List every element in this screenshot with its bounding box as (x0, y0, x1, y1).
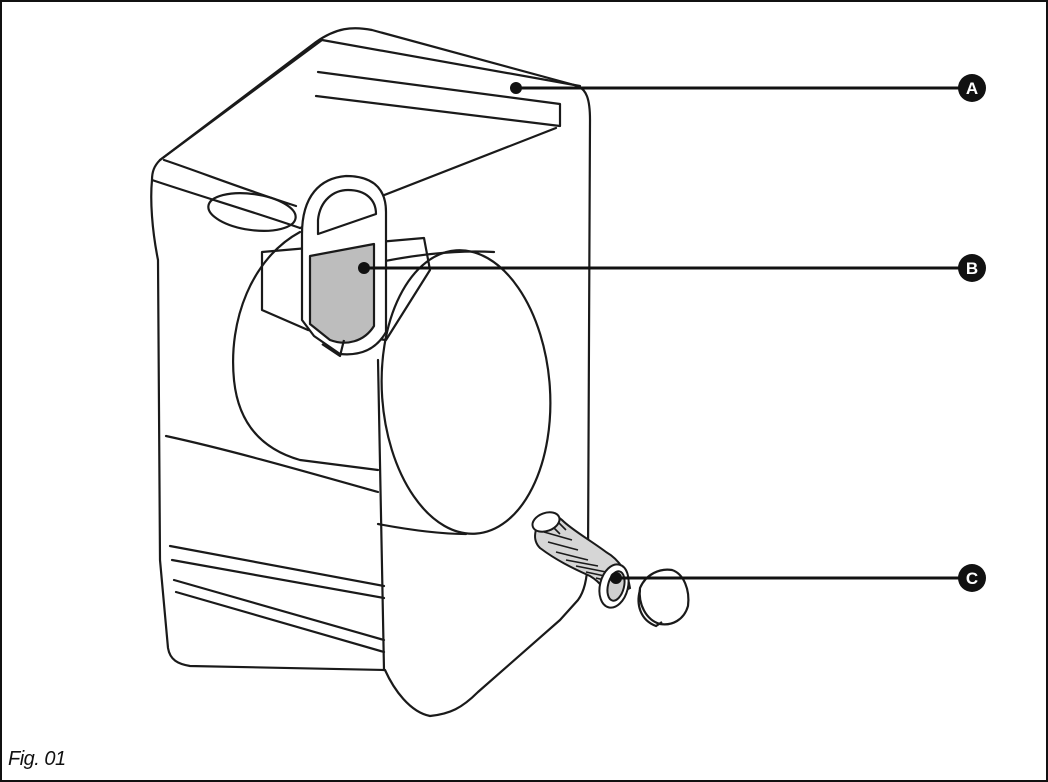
door-rim (232, 230, 380, 472)
callout-b-label: B (966, 259, 978, 278)
figure-caption: Fig. 01 (8, 748, 66, 770)
door-front (380, 249, 552, 535)
callout-b-anchor (358, 262, 370, 274)
callout-c-marker: C (958, 564, 986, 592)
control-panel-top (158, 38, 582, 162)
control-panel-strip (314, 70, 562, 128)
hose-cap (637, 568, 690, 628)
plinth-line-2 (170, 558, 386, 600)
top-front-edge (150, 178, 302, 230)
lower-panel-line (164, 434, 380, 494)
callout-a-marker: A (958, 74, 986, 102)
callout-a-anchor (510, 82, 522, 94)
door-rim-bottom (376, 522, 468, 536)
plinth-bottom (172, 578, 386, 642)
door-rim-top (378, 250, 496, 264)
callout-b-marker: B (958, 254, 986, 282)
callout-c-label: C (966, 569, 978, 588)
callout-c-anchor (610, 572, 622, 584)
dryer-cabinet (150, 27, 592, 718)
lint-filter (300, 174, 388, 358)
cabinet-side-edge (376, 358, 386, 672)
program-dial (207, 192, 297, 232)
plinth-kick (174, 590, 386, 654)
drain-hose (531, 511, 632, 609)
plinth-line-1 (168, 544, 386, 588)
callout-a-label: A (966, 79, 978, 98)
